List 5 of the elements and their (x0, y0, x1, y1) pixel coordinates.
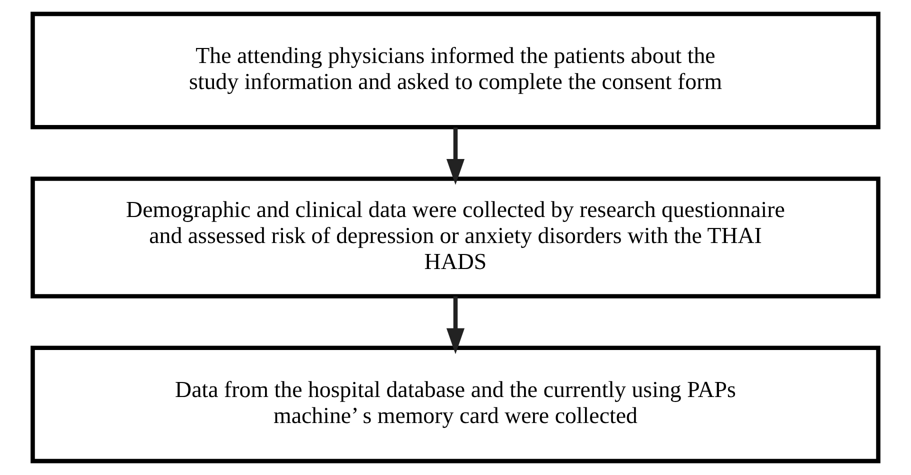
node-box: Demographic and clinical data were collected by research questionnaire and assessed risk of depression or anxiety disorders with the THAI HADS (30, 176, 880, 298)
arrow (446, 128, 465, 185)
node-box: Data from the hospital database and the currently using PAPs machine’ s memory card were collected (30, 346, 880, 464)
arrow (446, 296, 465, 354)
node-box: The attending physicians informed the patients about the study information and asked to complete the consent form (30, 12, 880, 130)
